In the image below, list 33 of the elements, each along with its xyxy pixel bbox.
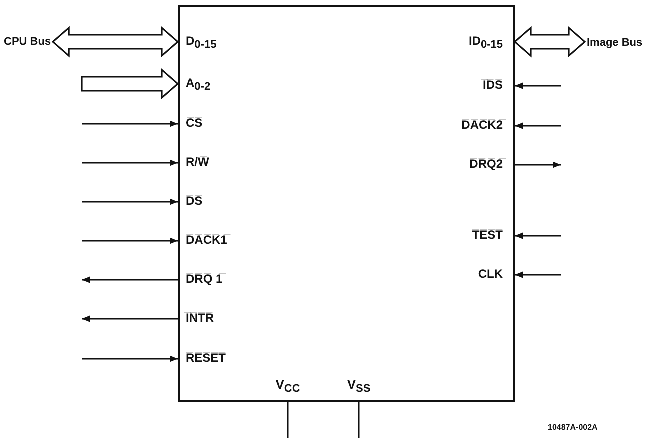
signal-arrow: [82, 198, 178, 206]
pin-label: CLK: [478, 267, 513, 281]
signal-arrow: [515, 82, 561, 90]
bus-label: Image Bus: [587, 35, 643, 51]
signal-arrow: [515, 232, 561, 240]
signal-arrow: [515, 162, 561, 168]
pin-line: [358, 400, 360, 438]
signal-arrow: [515, 122, 561, 130]
pin-label: T̅E̅S̅T̅: [472, 228, 513, 242]
pin-label: V$_{CC}$: [270, 378, 306, 400]
bus-label: CPU Bus: [4, 34, 52, 50]
pin-label: I̅D̅S̅: [482, 78, 513, 92]
signal-arrow: [82, 160, 178, 166]
bus-arrow: [514, 26, 586, 58]
signal-arrow: [82, 316, 178, 322]
signal-arrow: [82, 276, 178, 284]
pin-label: C̅S̅: [180, 116, 203, 130]
bus-arrow: [81, 68, 180, 100]
pin-label: D̅S̅: [180, 194, 203, 208]
pin-label: R̅E̅S̅E̅T̅: [180, 351, 226, 365]
pin-label: V$_{SS}$: [341, 378, 377, 400]
pin-label: R/W̅: [180, 155, 210, 169]
signal-arrow: [82, 238, 178, 244]
figure-number: 10487A-002A: [548, 423, 598, 432]
signal-arrow: [515, 272, 561, 278]
ic-block: [178, 5, 515, 402]
pin-label: D̅R̅Q̅2̅: [470, 157, 513, 171]
bus-arrow: [52, 26, 180, 58]
pin-line: [287, 400, 289, 438]
signal-arrow: [82, 356, 178, 362]
pin-label: I̅N̅T̅R̅: [180, 311, 214, 325]
signal-arrow: [82, 120, 178, 128]
pin-label: D̅A̅C̅K̅2̅: [462, 118, 513, 132]
